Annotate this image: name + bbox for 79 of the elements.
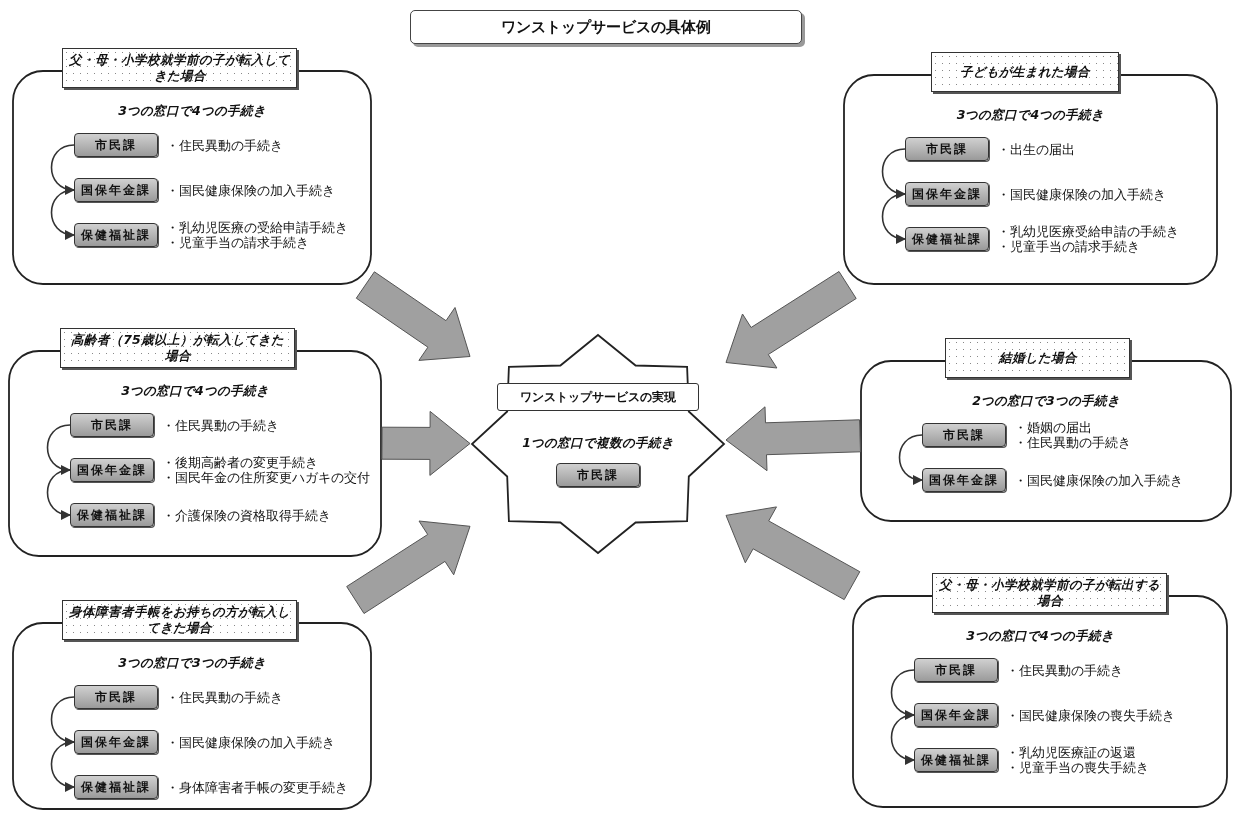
department-box: 国保年金課 [905, 182, 989, 206]
department-box: 市民課 [922, 423, 1006, 447]
department-box: 国保年金課 [914, 703, 998, 727]
procedure-text: ・住民異動の手続き [166, 689, 283, 705]
curved-arrow [46, 424, 71, 474]
department-box: 国保年金課 [74, 178, 158, 202]
header-tab: 高齢者（75歳以上）が転入してきた場合 [60, 328, 295, 368]
case-panel [852, 573, 1228, 808]
procedure-text: ・出生の届出 [997, 141, 1075, 157]
department-box: 市民課 [556, 463, 640, 487]
curved-arrow [890, 714, 915, 764]
case-panel [843, 52, 1218, 285]
procedure-text: ・身体障害者手帳の変更手続き [166, 779, 348, 795]
procedure-text: ・国民健康保険の加入手続き [1014, 472, 1183, 488]
panel-subtitle: 2つの窓口で3つの手続き [971, 393, 1121, 410]
department-box: 国保年金課 [922, 468, 1006, 492]
curved-arrow [898, 434, 923, 484]
department-box: 国保年金課 [70, 458, 154, 482]
star-subtitle: 1つの窓口で複数の手続き [521, 435, 675, 452]
department-box: 保健福祉課 [70, 503, 154, 527]
case-panel [12, 48, 372, 285]
curved-arrow [50, 696, 75, 746]
curved-arrow [881, 193, 906, 243]
header-tab: 結婚した場合 [945, 338, 1130, 378]
curved-arrow [50, 741, 75, 791]
procedure-text: ・婚姻の届出 [1014, 420, 1093, 435]
procedure-text: ・国民健康保険の加入手続き [997, 186, 1166, 202]
curved-arrow [890, 669, 915, 719]
header-tab: 身体障害者手帳をお持ちの方が転入してきた場合 [62, 600, 297, 640]
procedure-text: ・国民年金の住所変更ハガキの交付 [162, 470, 370, 485]
procedure-text: ・後期高齢者の変更手続き [162, 455, 319, 470]
panel-subtitle: 3つの窓口で4つの手続き [965, 628, 1115, 645]
star-panel [470, 333, 726, 555]
curved-arrow [881, 148, 906, 198]
case-panel [860, 338, 1232, 522]
case-panel [8, 328, 382, 557]
department-box: 市民課 [70, 413, 154, 437]
procedure-text: ・乳幼児医療受給申請の手続き [997, 224, 1179, 239]
department-box: 市民課 [905, 137, 989, 161]
department-box: 市民課 [74, 133, 158, 157]
flow-arrow [725, 406, 861, 472]
flow-arrow [725, 271, 857, 369]
procedure-text: ・児童手当の喪失手続き [1006, 760, 1149, 775]
procedure-text: ・住民異動の手続き [162, 417, 279, 433]
procedure-text: ・住民異動の手続き [166, 137, 283, 153]
curved-arrow [46, 469, 71, 519]
title-box: ワンストップサービスの具体例 [410, 10, 802, 44]
case-panel [12, 600, 372, 810]
panel-subtitle: 3つの窓口で4つの手続き [117, 103, 267, 120]
panel-subtitle: 3つの窓口で4つの手続き [120, 383, 270, 400]
procedure-text: ・住民異動の手続き [1006, 662, 1123, 678]
flow-arrow [381, 410, 471, 476]
flow-arrow [346, 520, 471, 614]
procedure-text: ・児童手当の請求手続き [997, 239, 1141, 254]
panel-subtitle: 3つの窓口で4つの手続き [955, 107, 1106, 124]
panel-subtitle: 3つの窓口で3つの手続き [117, 655, 267, 672]
procedure-text: ・住民異動の手続き [1014, 435, 1131, 450]
procedure-text: ・乳幼児医療の受給申請手続き [166, 220, 348, 235]
header-tab: 父・母・小学校就学前の子が転入してきた場合 [62, 48, 297, 88]
header-tab: 父・母・小学校就学前の子が転出する場合 [932, 573, 1167, 613]
procedure-text: ・国民健康保険の加入手続き [166, 182, 335, 198]
department-box: 保健福祉課 [914, 748, 998, 772]
curved-arrow [50, 144, 75, 194]
department-box: 保健福祉課 [74, 223, 158, 247]
department-box: 国保年金課 [74, 730, 158, 754]
banner-text: ワンストップサービスの実現 [497, 383, 699, 411]
department-box: 保健福祉課 [74, 775, 158, 799]
department-box: 保健福祉課 [905, 227, 989, 251]
department-box: 市民課 [74, 685, 158, 709]
procedure-text: ・国民健康保険の喪失手続き [1006, 707, 1175, 723]
procedure-text: ・乳幼児医療証の返還 [1006, 745, 1137, 760]
flow-arrow [355, 271, 471, 361]
procedure-text: ・児童手当の請求手続き [166, 235, 310, 250]
department-box: 市民課 [914, 658, 998, 682]
curved-arrow [50, 189, 75, 239]
flow-arrow [725, 506, 861, 601]
procedure-text: ・国民健康保険の加入手続き [166, 734, 335, 750]
procedure-text: ・介護保険の資格取得手続き [162, 507, 331, 523]
header-tab: 子どもが生まれた場合 [931, 52, 1119, 92]
